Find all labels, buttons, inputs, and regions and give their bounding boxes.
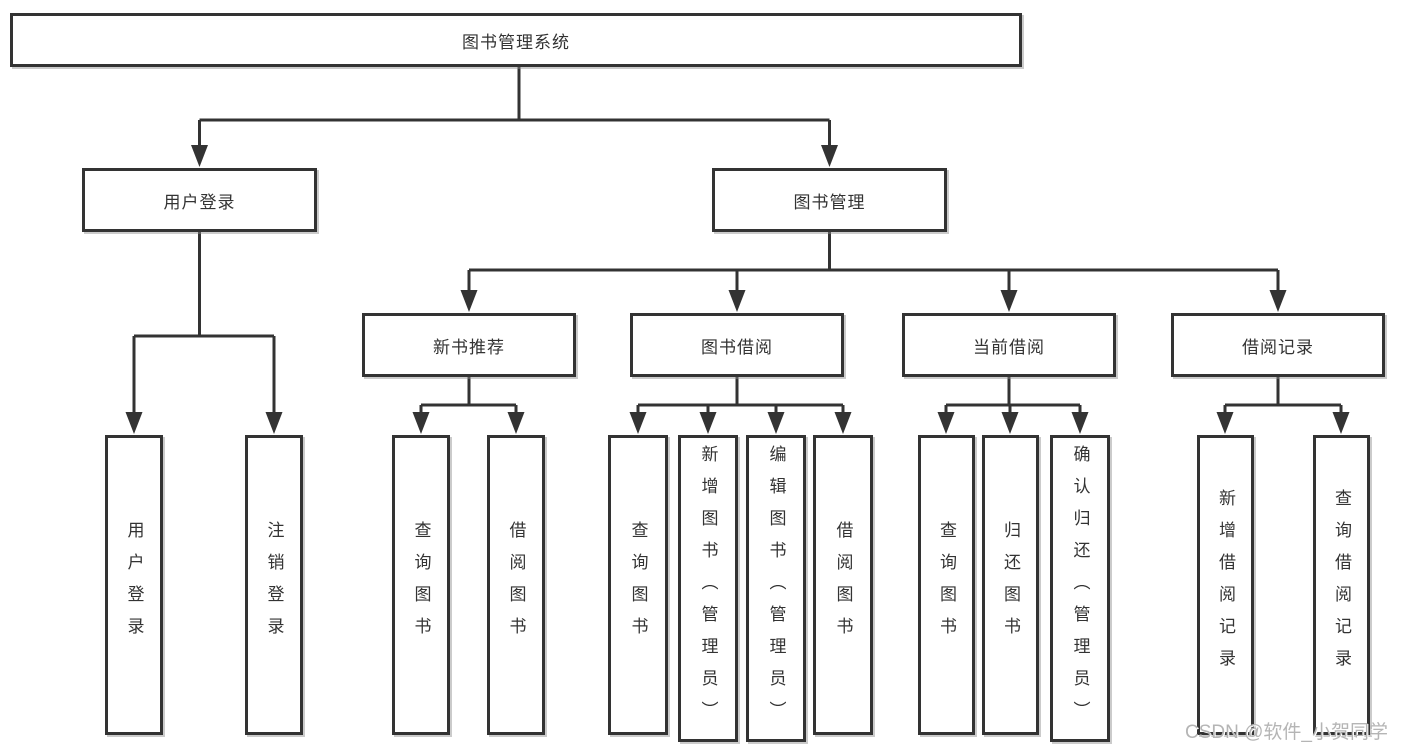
leaf-return-books: 归还图书	[982, 435, 1039, 735]
node-label: 图书管理	[793, 192, 866, 212]
node-label: 借阅图书	[833, 521, 853, 649]
leaf-query-books-current: 查询图书	[918, 435, 975, 735]
leaf-query-books-recommend: 查询图书	[392, 435, 450, 735]
node-label: 编辑图书（管理员）	[766, 444, 786, 733]
node-label: 查询借阅记录	[1332, 489, 1351, 681]
leaf-add-books-admin: 新增图书（管理员）	[678, 435, 738, 742]
node-label: 查询图书	[411, 521, 431, 649]
csdn-watermark: CSDN @软件_小贺同学	[1185, 722, 1388, 743]
node-label: 查询图书	[628, 521, 648, 649]
node-label: 用户登录	[163, 192, 236, 212]
node-label: 借阅图书	[506, 521, 526, 649]
node-label: 新书推荐	[433, 337, 505, 357]
node-label: 确认归还（管理员）	[1070, 444, 1090, 733]
node-book-borrowing: 图书借阅	[630, 313, 844, 377]
leaf-logout: 注销登录	[245, 435, 303, 735]
node-label: 新增图书（管理员）	[698, 444, 718, 733]
leaf-confirm-return-admin: 确认归还（管理员）	[1050, 435, 1110, 742]
leaf-query-books-borrowing: 查询图书	[608, 435, 668, 735]
leaf-add-borrow-record: 新增借阅记录	[1197, 435, 1254, 735]
node-book-management: 图书管理	[712, 168, 947, 232]
node-label: 注销登录	[264, 521, 284, 649]
node-new-book-recommend: 新书推荐	[362, 313, 576, 377]
node-label: 借阅记录	[1242, 337, 1314, 357]
leaf-user-login: 用户登录	[105, 435, 163, 735]
leaf-borrow-books-recommend: 借阅图书	[487, 435, 545, 735]
node-label: 用户登录	[124, 521, 144, 649]
node-library-system: 图书管理系统	[10, 13, 1022, 67]
node-label: 图书借阅	[701, 337, 773, 357]
node-label: 查询图书	[937, 521, 956, 649]
node-current-borrowing: 当前借阅	[902, 313, 1116, 377]
leaf-borrow-books: 借阅图书	[813, 435, 873, 735]
node-borrowing-records: 借阅记录	[1171, 313, 1385, 377]
node-user-login: 用户登录	[82, 168, 317, 232]
node-label: 当前借阅	[973, 337, 1045, 357]
leaf-edit-books-admin: 编辑图书（管理员）	[746, 435, 806, 742]
node-label: 新增借阅记录	[1216, 489, 1235, 681]
leaf-query-borrow-record: 查询借阅记录	[1313, 435, 1370, 735]
arrowheads	[125, 145, 1350, 434]
node-label: 图书管理系统	[462, 32, 570, 52]
node-label: 归还图书	[1001, 521, 1020, 649]
